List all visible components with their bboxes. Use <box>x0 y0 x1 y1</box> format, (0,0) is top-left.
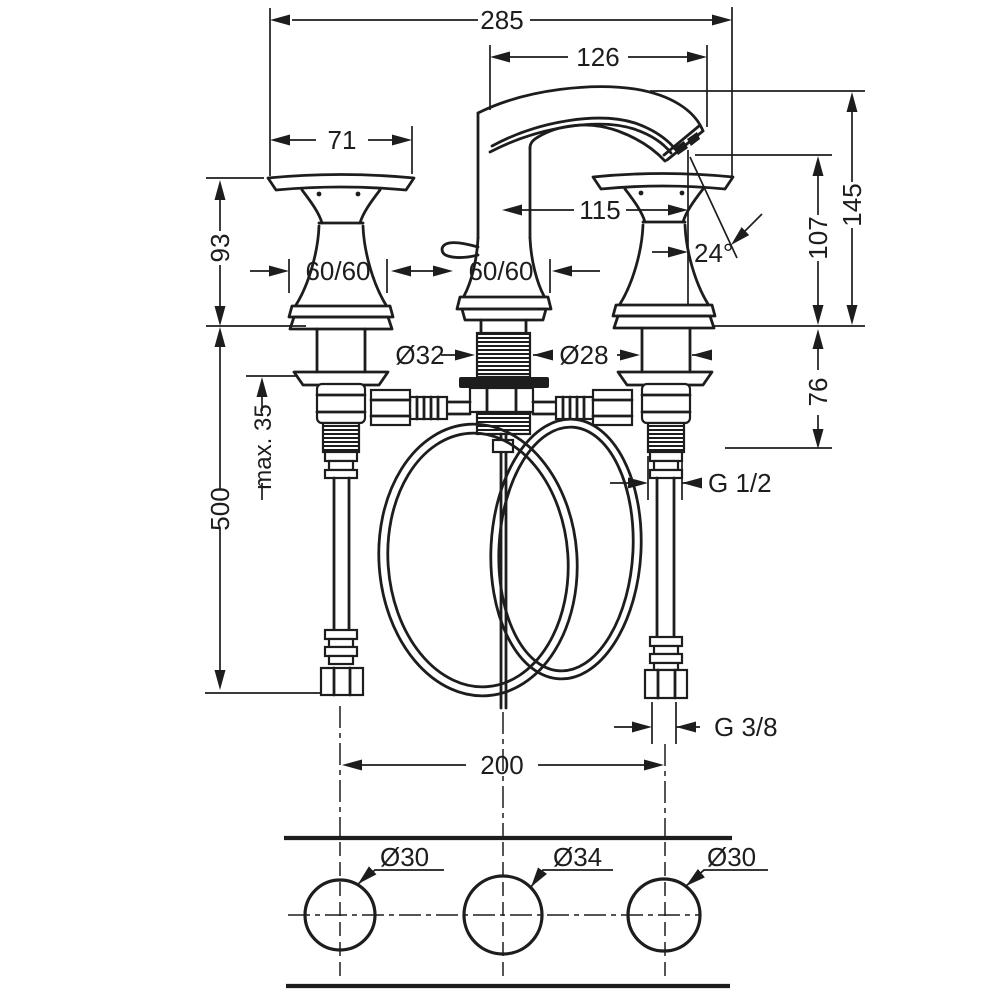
popup-rod <box>499 432 508 710</box>
spout-outer-contour <box>476 85 705 133</box>
dim-spout-to-outlet: 115 <box>579 195 620 225</box>
left-hex-nut <box>319 666 365 697</box>
dim-spread-left: 60/60 <box>305 256 370 286</box>
right-supply-hose <box>640 382 692 700</box>
dimension-arrowheads <box>214 14 858 887</box>
left-handle <box>266 173 416 387</box>
dim-handle-height: 93 <box>205 234 235 263</box>
hose-loops <box>377 417 643 698</box>
dim-overall-width: 285 <box>480 5 523 35</box>
dimension-labels: 285 126 71 115 60/60 60/60 93 500 max. 3… <box>205 5 867 872</box>
aerator <box>674 141 688 155</box>
left-branch <box>369 388 472 427</box>
dim-handle-shank-dia: Ø28 <box>559 340 608 370</box>
dim-hole-center-dia: Ø34 <box>553 842 602 872</box>
dim-hole-right-dia: Ø30 <box>707 842 756 872</box>
dim-spout-reach: 126 <box>576 42 619 72</box>
dim-below-deck-clearance: 76 <box>803 378 833 407</box>
right-hex-nut <box>643 668 689 700</box>
plan-view <box>284 706 732 989</box>
dim-hose-length: 500 <box>205 487 235 530</box>
dim-max-deck-thickness: max. 35 <box>250 404 277 489</box>
popup-rod-lever <box>440 241 480 259</box>
front-view <box>266 85 735 710</box>
right-handle <box>591 172 735 387</box>
dim-spread-center: 60/60 <box>468 256 533 286</box>
dim-spout-angle: 24° <box>694 238 733 268</box>
dim-hole-spacing: 200 <box>480 750 523 780</box>
center-shank <box>459 331 549 710</box>
dim-hole-left-dia: Ø30 <box>380 842 429 872</box>
dim-center-shank-dia: Ø32 <box>395 340 444 370</box>
spout-body <box>440 85 705 335</box>
right-branch <box>531 388 634 427</box>
dim-supply-thread: G 3/8 <box>714 712 778 742</box>
dim-total-height: 145 <box>837 183 867 226</box>
dim-handle-top-width: 71 <box>328 125 357 155</box>
left-supply-hose <box>315 382 367 697</box>
aerator <box>687 132 700 146</box>
dim-outlet-height: 107 <box>803 216 833 259</box>
dim-hose-connector-thread: G 1/2 <box>708 468 772 498</box>
